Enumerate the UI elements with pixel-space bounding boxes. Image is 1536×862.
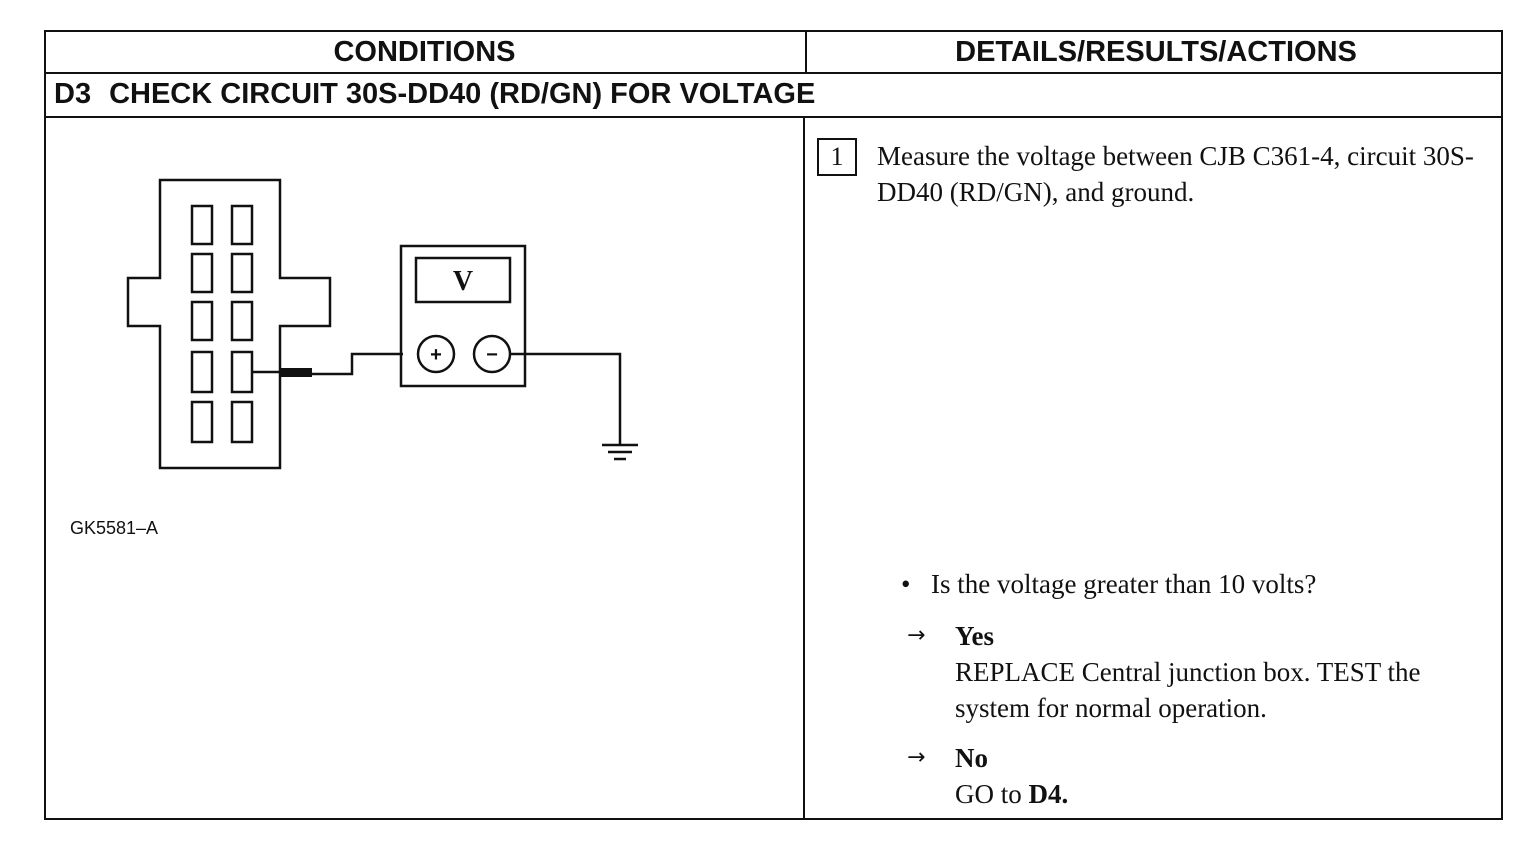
plus-terminal [416,334,456,374]
figure-id: GK5581–A [70,518,159,538]
connector-pin [190,204,214,246]
step-title: D3 CHECK CIRCUIT 30S-DD40 (RD/GN) FOR VOL… [54,74,815,116]
connector-pin [230,300,254,342]
answer-yes-action: REPLACE Central junction box. TEST the s… [955,657,1421,723]
ground-symbol [602,443,638,461]
step-number-box: 1 [817,138,857,176]
voltmeter-body [399,244,527,388]
question: • Is the voltage greater than 10 volts? [901,566,1316,602]
header-divider [46,72,1501,74]
go-to-step-link[interactable]: D4. [1028,779,1069,809]
connector-pin [230,204,254,246]
answer-no-action-prefix: GO to [955,779,1029,809]
bullet-icon: • [901,569,911,599]
conditions-header: CONDITIONS [333,36,516,68]
probe-lead [308,352,403,376]
ground-lead [510,352,622,444]
arrow-right-icon: → [907,623,926,648]
step-title-text: CHECK CIRCUIT 30S-DD40 (RD/GN) FOR VOLTA… [109,78,816,110]
connector-body [126,178,332,470]
voltmeter-display [414,256,512,304]
title-divider [46,116,1501,118]
minus-label: − [486,344,498,366]
diagnostic-table: CONDITIONS DETAILS/RESULTS/ACTIONS D3 CHE… [44,30,1503,820]
arrow-right-icon: → [907,745,926,770]
details-results-actions-header: DETAILS/RESULTS/ACTIONS [805,32,1505,72]
step-instruction: Measure the voltage between CJB C361-4, … [877,141,1474,207]
answer-no-label: No [955,743,988,773]
connector-pin-c361-4 [230,350,254,394]
column-divider [803,118,805,820]
plus-label: + [430,344,442,366]
voltmeter-label: V [453,266,473,297]
step-id: D3 [54,78,92,110]
answer-yes-label: Yes [955,621,994,651]
question-text: Is the voltage greater than 10 volts? [931,569,1317,599]
voltage-test-diagram: V + − [126,178,638,470]
connector-pin [230,400,254,444]
probe-tip-icon [280,368,312,377]
connector-pin [190,350,214,394]
connector-pin [190,300,214,342]
answer-no-action: GO to D4. [955,776,1475,812]
connector-pin [230,252,254,294]
connector-pin [190,400,214,444]
connector-pin [190,252,214,294]
details-column: 1 Measure the voltage between CJB C361-4… [807,120,1501,818]
